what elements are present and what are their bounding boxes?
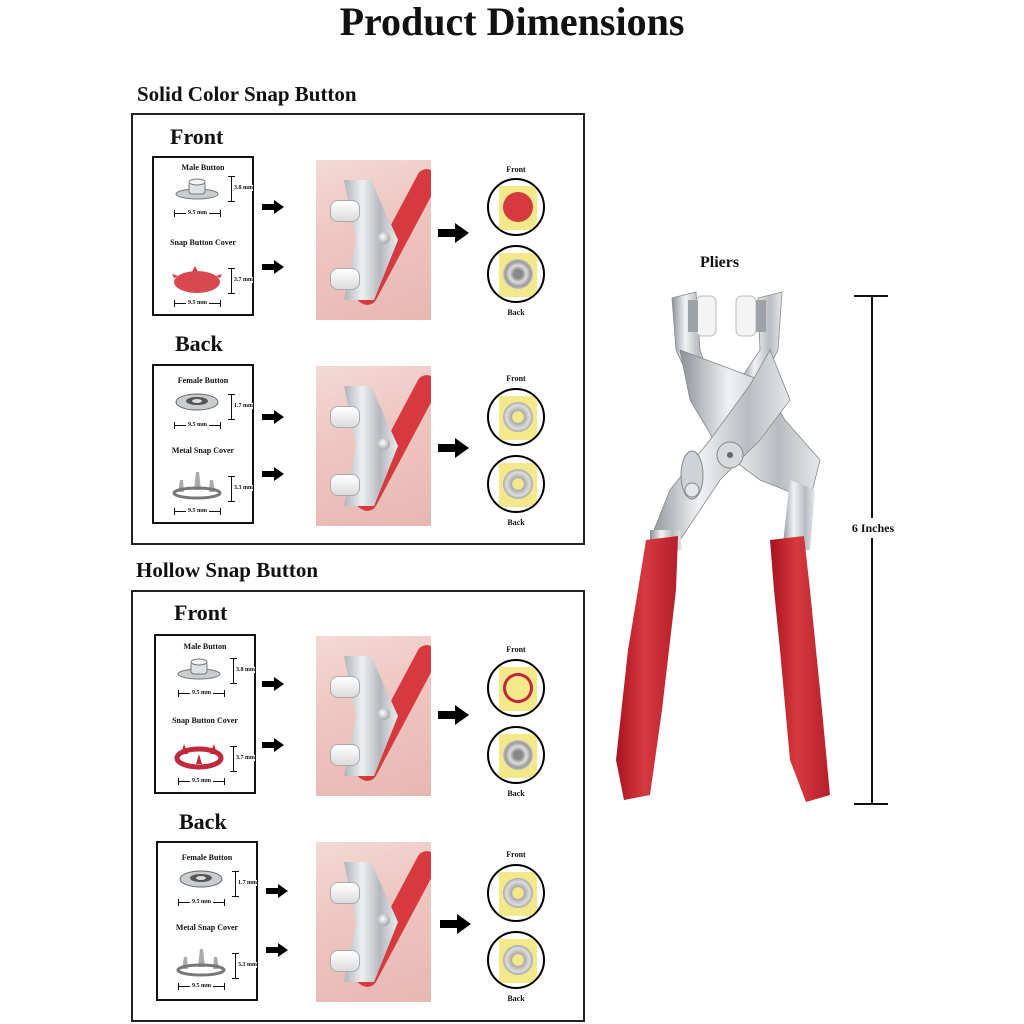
male-button-back-result <box>487 245 545 303</box>
arrow-right-icon <box>262 200 284 214</box>
height-dimension: 1.7 mm <box>228 394 253 420</box>
solid-cap-icon <box>172 266 222 293</box>
group-heading: Front <box>170 124 224 149</box>
height-dimension: 3.3 mm <box>232 953 257 979</box>
spec-box: Female Button 1.7 mm 9.5 mm Metal Snap C… <box>152 364 254 524</box>
arrow-right-icon <box>440 914 472 934</box>
arrow-right-icon <box>266 884 288 898</box>
female-button-back-result <box>487 931 545 989</box>
pliers-label: Pliers <box>700 254 740 271</box>
arrow-right-icon <box>262 410 284 424</box>
part-label: Snap Button Cover <box>170 238 236 247</box>
arrow-right-icon <box>262 677 284 691</box>
width-dimension: 9.5 mm <box>174 507 221 515</box>
width-dimension: 9.5 mm <box>174 209 221 217</box>
pliers-length-label: 6 Inches <box>838 518 908 538</box>
width-dimension: 9.5 mm <box>178 982 225 990</box>
female-button-icon <box>178 869 224 889</box>
result-label-front: Front <box>506 645 526 654</box>
pliers-in-hand-photo <box>316 366 431 526</box>
result-label-back: Back <box>507 789 525 798</box>
measure-bottom-cap <box>854 803 888 805</box>
part-label: Female Button <box>177 376 229 385</box>
result-label-back: Back <box>507 518 525 527</box>
male-button-icon <box>176 658 222 680</box>
group-heading: Front <box>174 600 228 625</box>
height-dimension: 3.8 mm <box>228 176 253 202</box>
group-heading: Back <box>179 809 227 834</box>
spec-box: Male Button 3.8 mm 9.5 mm Snap Button Co… <box>154 634 256 794</box>
part-label: Male Button <box>183 642 227 651</box>
result-label-front: Front <box>506 850 526 859</box>
arrow-right-icon <box>438 705 470 725</box>
page-title: Product Dimensions <box>339 0 685 44</box>
male-button-icon <box>174 178 220 200</box>
width-dimension: 9.5 mm <box>178 777 225 785</box>
part-label: Snap Button Cover <box>172 716 238 725</box>
height-dimension: 3.7 mm <box>228 268 253 294</box>
solid-cap-front-result <box>487 178 545 236</box>
arrow-right-icon <box>262 260 284 274</box>
arrow-right-icon <box>262 738 284 752</box>
part-label: Metal Snap Cover <box>175 923 239 932</box>
snap-pliers-image <box>610 290 840 810</box>
width-dimension: 9.5 mm <box>174 299 221 307</box>
female-button-back-result <box>487 455 545 513</box>
pliers-in-hand-photo <box>316 636 431 796</box>
arrow-right-icon <box>438 438 470 458</box>
width-dimension: 9.5 mm <box>174 421 221 429</box>
height-dimension: 3.3 mm <box>228 476 253 502</box>
width-dimension: 9.5 mm <box>178 898 225 906</box>
hollow-cap-front-result <box>487 659 545 717</box>
result-label-front: Front <box>506 165 526 174</box>
part-label: Female Button <box>181 853 233 862</box>
arrow-right-icon <box>266 943 288 957</box>
measure-line <box>871 296 873 804</box>
hollow-ring-cap-icon <box>174 740 224 770</box>
pliers-in-hand-photo <box>316 842 431 1002</box>
result-label-back: Back <box>507 994 525 1003</box>
female-button-front-result <box>487 388 545 446</box>
height-dimension: 3.8 mm <box>230 658 255 684</box>
width-dimension: 9.5 mm <box>178 689 225 697</box>
height-dimension: 3.7 mm <box>230 746 255 772</box>
group-heading: Back <box>175 331 223 356</box>
part-label: Metal Snap Cover <box>171 446 235 455</box>
metal-prong-cover-icon <box>176 947 226 977</box>
arrow-right-icon <box>262 467 284 481</box>
female-button-front-result <box>487 864 545 922</box>
female-button-icon <box>174 392 220 412</box>
arrow-right-icon <box>438 223 470 243</box>
section-heading-solid: Solid Color Snap Button <box>137 82 357 106</box>
spec-box: Female Button 1.7 mm 9.5 mm Metal Snap C… <box>156 841 258 1001</box>
result-label-back: Back <box>507 308 525 317</box>
result-label-front: Front <box>506 374 526 383</box>
pliers-in-hand-photo <box>316 160 431 320</box>
metal-prong-cover-icon <box>172 470 222 500</box>
height-dimension: 1.7 mm <box>232 871 257 897</box>
section-heading-hollow: Hollow Snap Button <box>136 558 319 582</box>
spec-box: Male Button 3.8 mm 9.5 mm Snap Button Co… <box>152 156 254 316</box>
male-button-back-result <box>487 726 545 784</box>
part-label: Male Button <box>181 163 225 172</box>
